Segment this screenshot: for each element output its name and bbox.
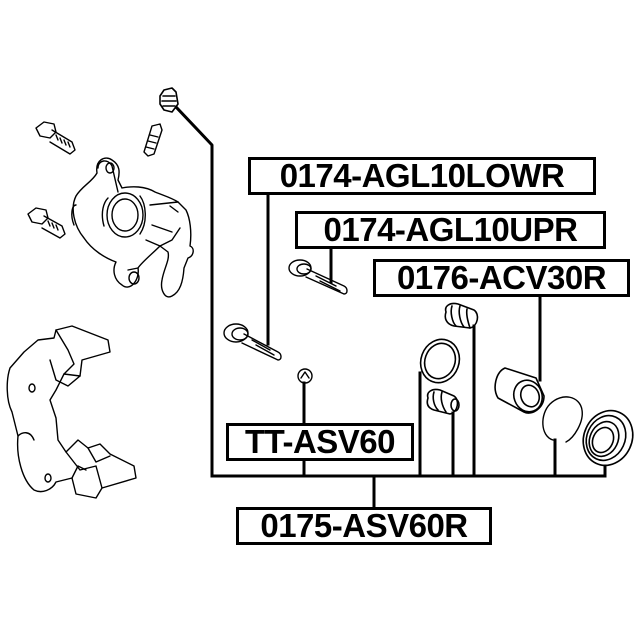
piston-drawing (494, 367, 545, 414)
leader-lines (174, 105, 607, 510)
pin-boot-upper-drawing (444, 302, 479, 329)
label-0176-acv30r: 0176-ACV30R (373, 259, 630, 297)
label-0174-agl10lowr: 0174-AGL10LOWR (248, 157, 596, 195)
bleeder-screw-drawing (143, 123, 163, 157)
mount-bolt-upper-drawing (35, 121, 76, 155)
caliper-body-drawing (71, 157, 194, 298)
label-0175-asv60r: 0175-ASV60R (236, 507, 492, 545)
dust-boot-drawing (582, 409, 634, 467)
label-tt-asv60: TT-ASV60 (226, 423, 414, 461)
pin-boot-lower-drawing (426, 388, 460, 415)
label-0174-agl10upr: 0174-AGL10UPR (295, 211, 606, 249)
boot-ring-drawing (419, 338, 461, 384)
guide-pin-upper-drawing (288, 259, 348, 295)
caliper-bracket-drawing (6, 325, 137, 499)
mount-bolt-lower-drawing (27, 207, 66, 239)
guide-pin-lower-drawing (223, 323, 282, 361)
bleeder-cap-top-drawing (159, 87, 179, 113)
piston-seal-drawing (542, 396, 583, 443)
bleeder-cap-drawing (297, 368, 313, 384)
